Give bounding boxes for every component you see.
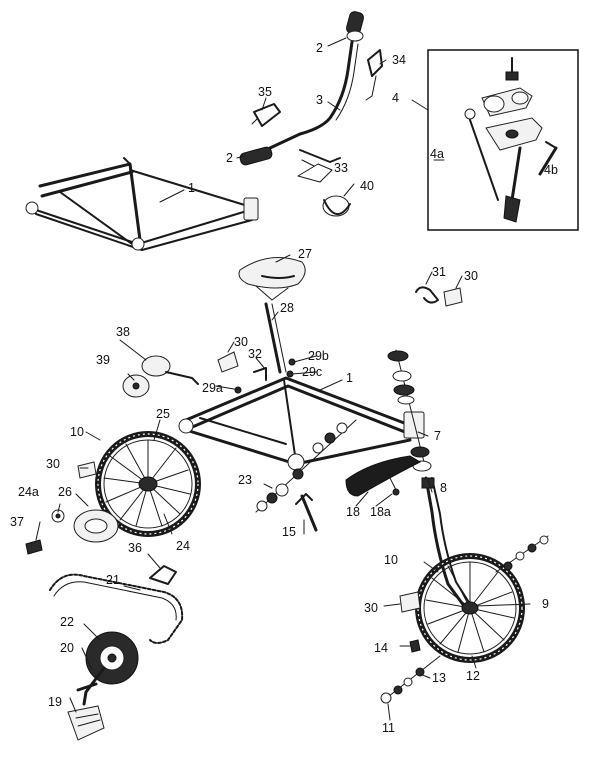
leader-lines [35,37,531,721]
callout-29b: 29b [308,349,329,363]
callout-27: 27 [298,247,312,261]
callout-11: 11 [382,721,395,735]
callout-30-front: 30 [364,601,378,615]
callout-32: 32 [248,347,262,361]
rear-wheel [51,431,201,543]
drivetrain [25,355,199,741]
callout-30-reflector-top: 30 [464,269,478,283]
front-fender [345,455,422,497]
frame-main [178,349,432,532]
callout-3: 3 [316,93,323,107]
callout-34: 34 [392,53,406,67]
callout-labels: 2 34 3 35 4 4a 4b 2 33 40 1 27 31 30 28 … [10,41,558,735]
callout-13: 13 [432,671,446,685]
callout-14: 14 [374,641,388,655]
callout-15: 15 [282,525,296,539]
callout-1-frame-top: 1 [188,181,195,195]
callout-26: 26 [58,485,72,499]
frame-top [25,157,259,251]
callout-2-grip-right: 2 [316,41,323,55]
callout-21: 21 [106,573,120,587]
callout-22: 22 [60,615,74,629]
callout-35: 35 [258,85,272,99]
inset-stem-box [411,49,579,231]
callout-4a: 4a [430,147,444,161]
callout-18a: 18a [370,505,391,519]
callout-19: 19 [48,695,62,709]
callout-39: 39 [96,353,110,367]
callout-24a: 24a [18,485,39,499]
callout-28: 28 [280,301,294,315]
callout-4b: 4b [544,163,558,177]
callout-1-frame-main: 1 [346,371,353,385]
callout-18: 18 [346,505,360,519]
callout-38: 38 [116,325,130,339]
callout-30-seat: 30 [234,335,248,349]
callout-24: 24 [176,539,190,553]
callout-4: 4 [392,91,399,105]
callout-33: 33 [334,161,348,175]
callout-10-front: 10 [384,553,398,567]
callout-30-rear: 30 [46,457,60,471]
callout-40: 40 [360,179,374,193]
callout-10-rear: 10 [70,425,84,439]
callout-29c: 29c [302,365,322,379]
callout-9: 9 [542,597,549,611]
callout-20: 20 [60,641,74,655]
callout-12: 12 [466,669,480,683]
front-wheel [380,535,549,704]
handlebar-assembly [239,11,383,217]
callout-8: 8 [440,481,447,495]
callout-2-grip-left: 2 [226,151,233,165]
callout-7: 7 [434,429,441,443]
callout-36: 36 [128,541,142,555]
callout-23: 23 [238,473,252,487]
seat-assembly [238,257,463,374]
callout-37: 37 [10,515,24,529]
callout-29a: 29a [202,381,223,395]
callout-31: 31 [432,265,446,279]
callout-25: 25 [156,407,170,421]
